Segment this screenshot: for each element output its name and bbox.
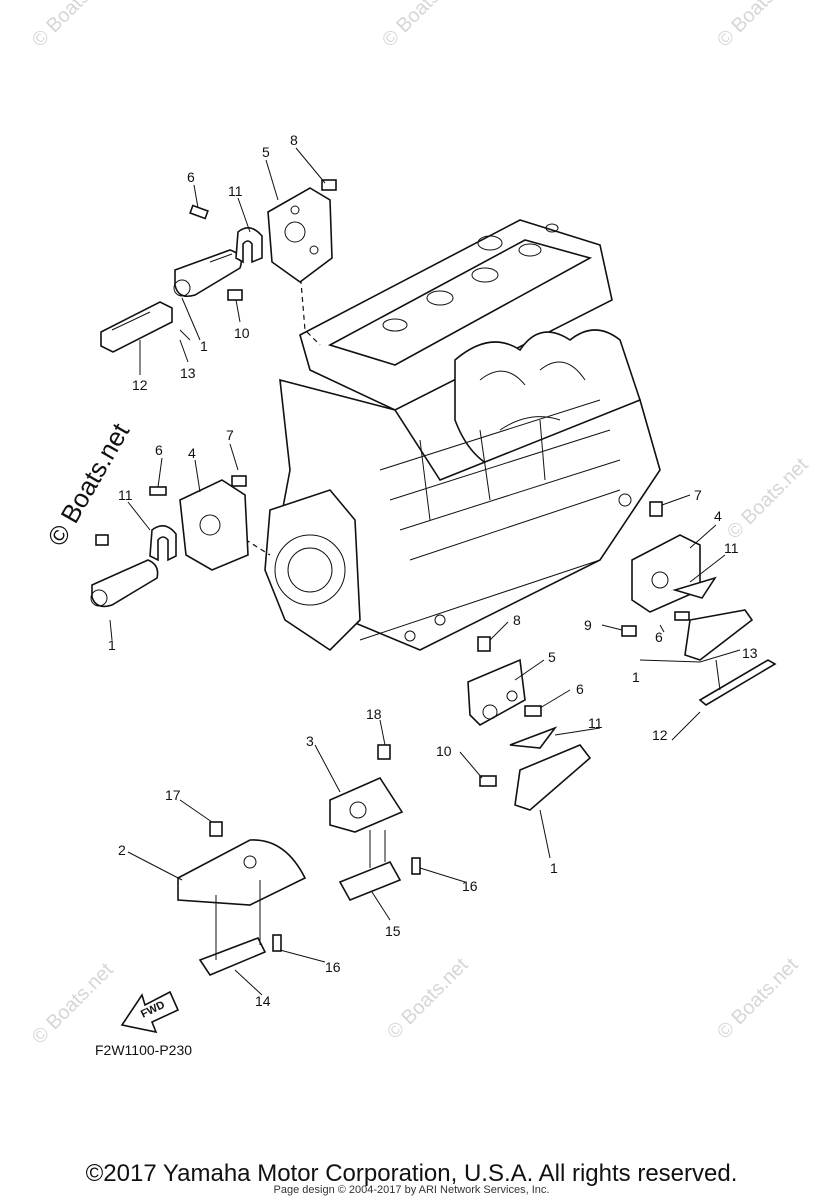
callout-10: 10 xyxy=(436,743,452,759)
callout-3: 3 xyxy=(306,733,314,749)
bracket-plate xyxy=(267,187,333,283)
bracket-plate xyxy=(179,479,249,571)
callout-1: 1 xyxy=(632,669,640,685)
bolt xyxy=(477,636,491,652)
callout-5: 5 xyxy=(548,649,556,665)
bolt xyxy=(149,486,167,496)
callout-7: 7 xyxy=(226,427,234,443)
watermark: © Boats.net xyxy=(383,954,473,1044)
bolt xyxy=(209,821,223,837)
support-block-2 xyxy=(177,839,307,906)
diagram-code: F2W1100-P230 xyxy=(95,1042,193,1058)
callout-10: 10 xyxy=(234,325,250,341)
bolt xyxy=(95,534,109,546)
bolt xyxy=(524,705,542,717)
mount-assembly-middle-left xyxy=(90,475,249,608)
callout-12: 12 xyxy=(652,727,668,743)
mount-assembly-upper-left xyxy=(100,179,337,353)
head-ports xyxy=(382,223,559,332)
support-block-3 xyxy=(329,776,404,833)
callout-11: 11 xyxy=(724,540,739,556)
support-bracket-14 xyxy=(198,936,267,976)
callout-9: 9 xyxy=(584,617,592,633)
callout-1: 1 xyxy=(200,338,208,354)
shim-spacer xyxy=(235,227,263,264)
shim xyxy=(672,576,717,599)
bolt xyxy=(377,744,391,760)
bolt xyxy=(189,204,209,220)
callout-13: 13 xyxy=(742,645,758,661)
fwd-arrow-shape xyxy=(120,990,180,1034)
liner-plate xyxy=(698,659,777,706)
mount-rubber xyxy=(514,744,592,811)
callout-11: 11 xyxy=(588,715,603,731)
shim xyxy=(509,726,558,749)
watermark: © Boats.net xyxy=(378,0,468,52)
page-credit: Page design © 2004-2017 by ARI Network S… xyxy=(273,1184,550,1196)
leader-lines xyxy=(109,147,741,996)
callout-4: 4 xyxy=(714,508,722,524)
callout-1: 1 xyxy=(108,637,116,653)
fwd-arrow: FWD xyxy=(120,990,180,1034)
stud xyxy=(272,934,282,952)
bolt xyxy=(479,775,497,787)
callout-12: 12 xyxy=(132,377,148,393)
bolt xyxy=(621,625,637,637)
callout-8: 8 xyxy=(513,612,521,628)
callout-16: 16 xyxy=(462,878,478,894)
watermark: © Boats.net xyxy=(723,454,813,544)
engine-block xyxy=(264,219,661,652)
callout-4: 4 xyxy=(188,445,196,461)
callout-5: 5 xyxy=(262,144,270,160)
callout-14: 14 xyxy=(255,993,271,1009)
bolt xyxy=(649,501,663,517)
callout-7: 7 xyxy=(694,487,702,503)
mount-rubber xyxy=(684,609,754,661)
bracket-plate xyxy=(631,534,701,613)
callout-13: 13 xyxy=(180,365,196,381)
callout-11: 11 xyxy=(118,487,133,503)
callout-8: 8 xyxy=(290,132,298,148)
mount-assembly-right xyxy=(621,501,777,706)
watermark: © Boats.net xyxy=(713,954,803,1044)
bolt xyxy=(227,289,243,301)
support-bracket-15 xyxy=(338,860,402,902)
nut xyxy=(321,179,337,191)
callout-6: 6 xyxy=(576,681,584,697)
stud xyxy=(411,857,421,875)
watermark: © Boats.net xyxy=(28,959,118,1049)
callout-1: 1 xyxy=(550,860,558,876)
callout-18: 18 xyxy=(366,706,382,722)
watermark: © Boats.net xyxy=(28,0,118,52)
callout-15: 15 xyxy=(385,923,401,939)
callout-11: 11 xyxy=(228,183,243,199)
shim-spacer xyxy=(149,525,177,562)
mount-rubber xyxy=(91,559,159,608)
callout-17: 17 xyxy=(165,787,181,803)
callout-6: 6 xyxy=(155,442,163,458)
head-cover xyxy=(327,239,593,366)
bolt xyxy=(674,611,690,621)
flywheel-housing xyxy=(264,489,361,652)
callout-16: 16 xyxy=(325,959,341,975)
nut xyxy=(231,475,247,487)
callout-2: 2 xyxy=(118,842,126,858)
liner-plate xyxy=(100,301,173,353)
copyright-notice: ©2017 Yamaha Motor Corporation, U.S.A. A… xyxy=(85,1160,738,1187)
watermark: © Boats.net xyxy=(713,0,803,52)
callouts: 5 8 6 11 10 1 12 13 7 4 6 11 1 7 4 11 9 … xyxy=(108,132,758,1009)
watermark: © Boats.net xyxy=(41,417,135,551)
callout-6: 6 xyxy=(187,169,195,185)
bottom-supports xyxy=(177,744,421,976)
mount-assembly-lower-middle xyxy=(467,636,592,811)
callout-6: 6 xyxy=(655,629,663,645)
bracket-plate xyxy=(467,658,526,726)
